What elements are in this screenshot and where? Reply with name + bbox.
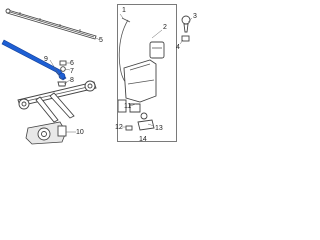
callout-3: 3 xyxy=(193,13,197,20)
washer-pump xyxy=(117,99,155,131)
callout-13: 13 xyxy=(155,125,163,132)
callout-9: 9 xyxy=(44,56,48,63)
callout-4: 4 xyxy=(176,44,180,51)
callout-14: 14 xyxy=(139,136,147,143)
callout-6: 6 xyxy=(70,60,74,67)
parts-drawing xyxy=(1,8,193,145)
callout-2: 2 xyxy=(163,24,167,31)
leader-lines-left xyxy=(49,37,101,133)
wiper-blade xyxy=(5,8,97,40)
wiper-motor xyxy=(25,121,67,145)
washer-reservoir xyxy=(123,41,165,103)
callout-8: 8 xyxy=(70,77,74,84)
callout-1: 1 xyxy=(122,7,126,14)
callout-11: 11 xyxy=(124,103,132,110)
washer-cap-and-nozzle xyxy=(181,15,191,42)
callout-7: 7 xyxy=(70,68,74,75)
leader-lines-right xyxy=(119,13,193,128)
wiper-linkage xyxy=(17,80,97,123)
callout-5: 5 xyxy=(99,37,103,44)
callout-12: 12 xyxy=(115,124,123,131)
washer-assembly-group-box xyxy=(117,4,177,142)
parts-diagram: 1 2 3 4 5 6 7 8 9 10 11 12 13 14 xyxy=(0,0,200,147)
callout-10: 10 xyxy=(76,129,84,136)
wiper-arm-highlighted xyxy=(1,39,67,81)
